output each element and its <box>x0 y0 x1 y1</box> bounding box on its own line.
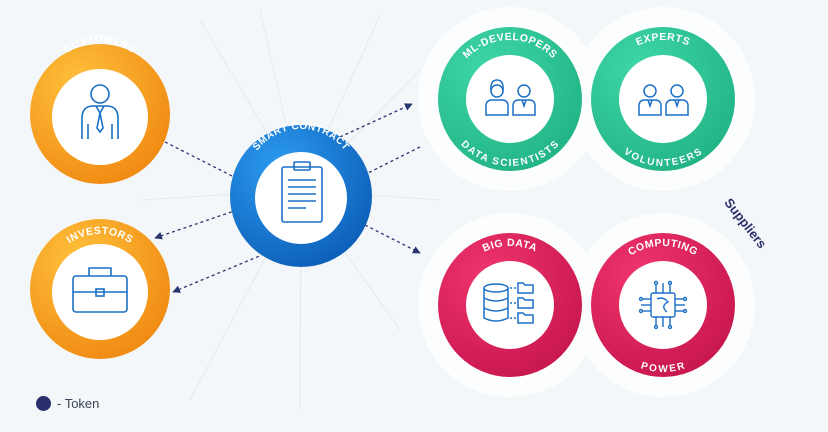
node-computing: COMPUTING POWER <box>591 233 735 377</box>
arrow-investors-to-contract <box>154 209 238 240</box>
clipboard-icon <box>281 161 323 223</box>
businessman-icon <box>81 84 119 139</box>
briefcase-icon <box>72 267 128 313</box>
database-folders-icon <box>483 282 534 324</box>
node-experts: EXPERTS VOLUNTEERS <box>591 27 735 171</box>
big-data-label: BIG DATA <box>481 237 539 255</box>
node-smart-contract: SMART CONTRACT <box>230 121 372 267</box>
node-ml-developers: ML-DEVELOPERS DATA SCIENTISTS <box>438 27 582 171</box>
token-dot-icon <box>36 396 51 411</box>
token-flow-arrows <box>154 103 421 293</box>
arrow-customers-to-contract <box>164 141 241 181</box>
node-customers: CUSTOMERS <box>30 33 170 184</box>
arrow-ml-to-contract <box>359 146 421 178</box>
experts-icon <box>638 84 689 116</box>
node-big-data: BIG DATA <box>438 233 582 377</box>
power-label: POWER <box>640 360 687 375</box>
legend: - Token <box>36 396 99 411</box>
developers-icon <box>485 79 536 116</box>
arrow-contract-to-ml <box>339 103 413 138</box>
node-investors: INVESTORS <box>30 219 170 359</box>
processor-chip-icon <box>638 280 688 330</box>
arrow-contract-to-bigdata <box>364 224 421 254</box>
arrow-contract-to-investors <box>172 254 263 293</box>
legend-text: - Token <box>57 396 100 411</box>
experts-label: EXPERTS <box>634 31 692 48</box>
